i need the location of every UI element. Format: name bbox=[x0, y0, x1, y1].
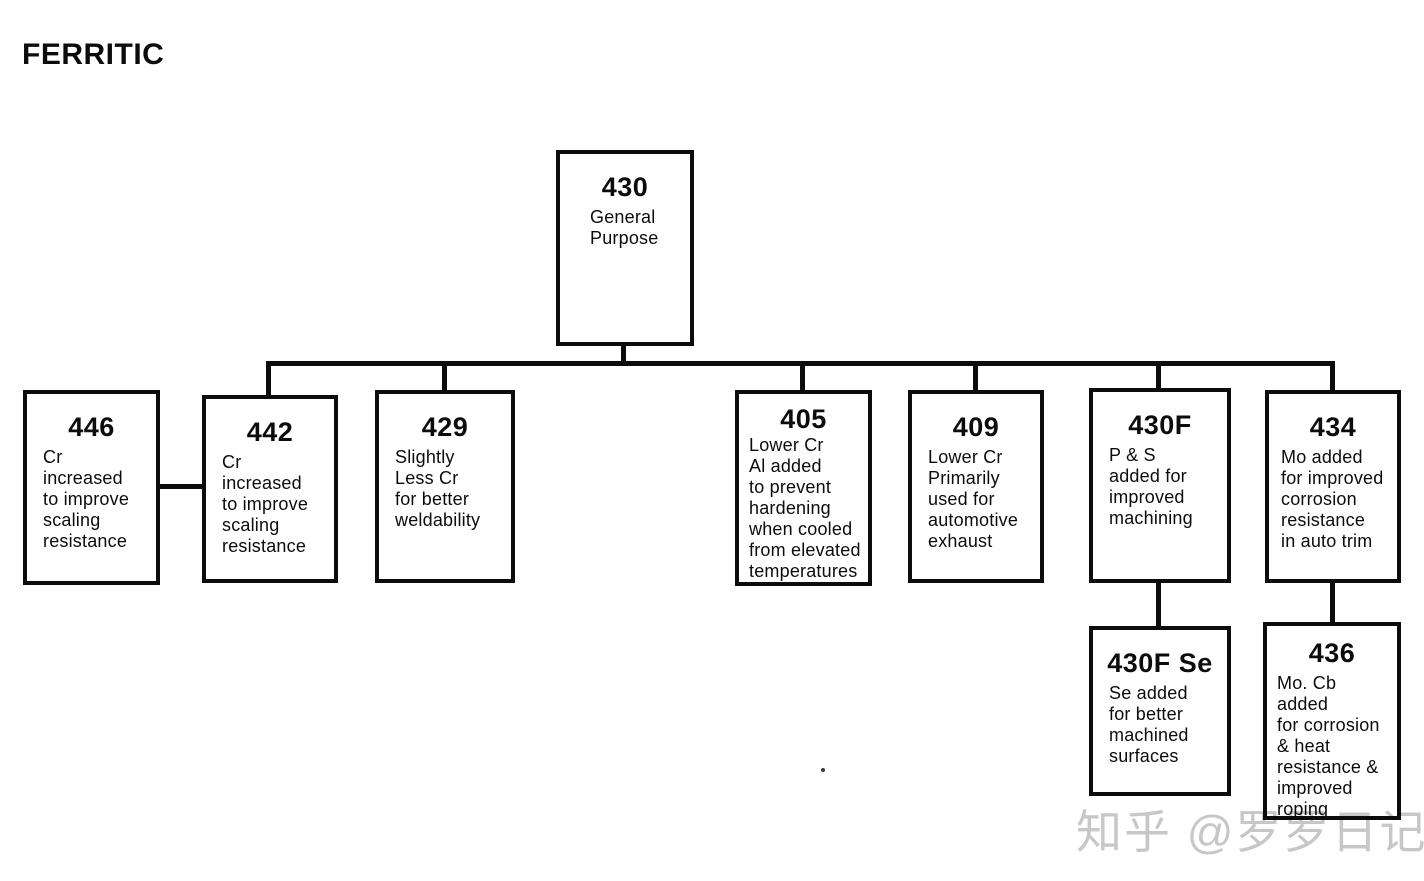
node-442-desc: Cr increased to improve scaling resistan… bbox=[222, 452, 309, 556]
connector-drop-405 bbox=[800, 361, 805, 392]
node-434-desc: Mo added for improved corrosion resistan… bbox=[1281, 447, 1384, 551]
node-429-desc: Slightly Less Cr for better weldability bbox=[395, 447, 481, 530]
connector-drop-436 bbox=[1330, 581, 1335, 624]
connector-drop-434 bbox=[1330, 361, 1335, 392]
node-430F-id: 430F bbox=[1128, 410, 1192, 440]
connector-drop-429 bbox=[442, 361, 447, 392]
connector-root-stub bbox=[621, 344, 626, 365]
node-434: 434 Mo added for improved corrosion resi… bbox=[1265, 390, 1401, 583]
node-409-id: 409 bbox=[952, 412, 1000, 442]
connector-drop-442 bbox=[266, 361, 271, 397]
node-430F-desc: P & S added for improved machining bbox=[1109, 445, 1193, 528]
watermark: 知乎 @罗罗日记 bbox=[1076, 806, 1424, 858]
ink-speck bbox=[821, 768, 825, 772]
node-436: 436 Mo. Cb added for corrosion & heat re… bbox=[1263, 622, 1401, 820]
node-430FSe-desc: Se added for better machined surfaces bbox=[1109, 683, 1189, 766]
node-429-id: 429 bbox=[421, 412, 469, 442]
node-446: 446 Cr increased to improve scaling resi… bbox=[23, 390, 160, 585]
node-442-id: 442 bbox=[246, 417, 294, 447]
connector-drop-430F bbox=[1156, 361, 1161, 390]
node-409: 409 Lower Cr Primarily used for automoti… bbox=[908, 390, 1044, 583]
node-430-desc: General Purpose bbox=[590, 207, 659, 248]
node-429: 429 Slightly Less Cr for better weldabil… bbox=[375, 390, 515, 583]
node-434-id: 434 bbox=[1309, 412, 1357, 442]
node-436-desc: Mo. Cb added for corrosion & heat resist… bbox=[1277, 673, 1380, 819]
node-409-desc: Lower Cr Primarily used for automotive e… bbox=[928, 447, 1019, 551]
node-430-id: 430 bbox=[601, 172, 649, 202]
connector-drop-409 bbox=[973, 361, 978, 392]
node-446-desc: Cr increased to improve scaling resistan… bbox=[43, 447, 130, 551]
page-title: FERRITIC bbox=[22, 38, 165, 71]
node-430F: 430F P & S added for improved machining bbox=[1089, 388, 1231, 583]
node-430: 430 General Purpose bbox=[556, 150, 694, 346]
node-442: 442 Cr increased to improve scaling resi… bbox=[202, 395, 338, 583]
node-446-id: 446 bbox=[68, 412, 115, 442]
node-436-id: 436 bbox=[1308, 638, 1356, 668]
node-405: 405 Lower Cr Al added to prevent hardeni… bbox=[735, 390, 872, 586]
connector-drop-430FSe bbox=[1156, 581, 1161, 628]
node-430FSe: 430F Se Se added for better machined sur… bbox=[1089, 626, 1231, 796]
node-405-desc: Lower Cr Al added to prevent hardening w… bbox=[749, 435, 861, 581]
node-430FSe-id: 430F Se bbox=[1107, 648, 1213, 678]
node-405-id: 405 bbox=[780, 404, 827, 434]
connector-link-446-442 bbox=[157, 484, 205, 489]
